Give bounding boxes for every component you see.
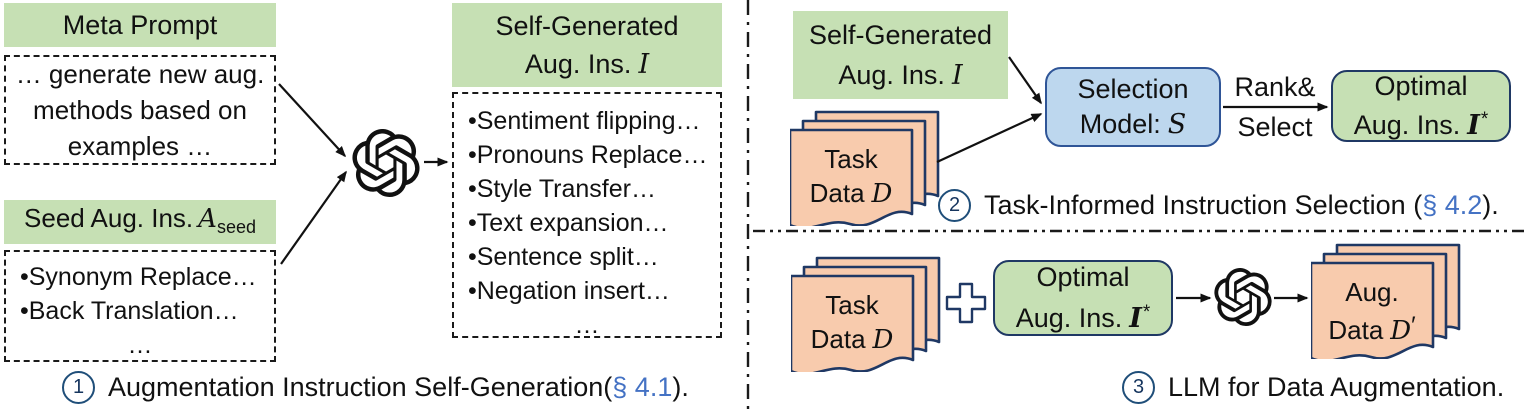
document-stack-icon: [791, 256, 941, 372]
list-item: •Synonym Replace…: [20, 263, 257, 291]
list-item: •Pronouns Replace…: [468, 141, 708, 169]
seed-subscript: seed: [216, 216, 256, 237]
list-item: •Sentence split…: [468, 243, 659, 271]
script-D-symbol: D: [872, 325, 894, 355]
list-item: •Sentiment flipping…: [468, 107, 701, 135]
prime-symbol: ′: [1411, 312, 1416, 339]
caption-number-badge: 1: [62, 371, 95, 404]
self-generated-line1: Self-Generated: [808, 19, 993, 50]
caption-number-badge: 3: [1122, 371, 1155, 404]
self-generated-header-right: Self-Generated Aug. Ins.I: [793, 11, 1008, 99]
seed-aug-ins-title: Seed Aug. Ins.Aseed: [24, 202, 256, 237]
script-D-symbol: D: [1390, 316, 1412, 346]
script-A-symbol: A: [198, 203, 217, 234]
section-ref-link: § 4.1: [612, 372, 673, 402]
arrow-taskdata-to-selection: [936, 113, 1043, 163]
script-I-symbol: I: [638, 48, 650, 80]
asterisk-superscript: *: [1480, 109, 1489, 130]
arrow-meta-to-llm: [278, 83, 347, 158]
selection-model-box: Selection Model:S: [1045, 67, 1221, 147]
caption-section2: 2 Task-Informed Instruction Selection (§…: [938, 189, 1499, 222]
caption-number-badge: 2: [938, 189, 971, 222]
italic-D-symbol: D: [871, 179, 893, 209]
caption-text: LLM for Data Augmentation.: [1168, 372, 1505, 402]
list-item: …: [574, 311, 600, 339]
list-item: …: [127, 331, 153, 359]
optimal-aug-ins-box-top: Optimal Aug. Ins.I*: [1331, 70, 1511, 142]
meta-prompt-header: Meta Prompt: [4, 3, 276, 47]
meta-prompt-line: methods based on: [33, 95, 247, 125]
meta-prompt-body-box: … generate new aug. methods based on exa…: [4, 55, 276, 165]
self-generated-line1: Self-Generated: [495, 10, 679, 41]
meta-prompt-line: … generate new aug.: [15, 59, 265, 89]
self-generated-header-left: Self-Generated Aug. Ins.I: [452, 3, 722, 87]
list-item: •Text expansion…: [468, 209, 669, 237]
generated-instructions-list-box: •Sentiment flipping… •Pronouns Replace… …: [452, 92, 722, 339]
seed-aug-ins-list-box: •Synonym Replace… •Back Translation… …: [4, 250, 276, 362]
bold-italic-I-symbol: I: [1467, 110, 1480, 141]
list-item: •Style Transfer…: [468, 175, 656, 203]
plus-icon: [944, 281, 988, 325]
script-I-symbol: I: [951, 59, 963, 91]
bold-italic-I-symbol: I: [1129, 303, 1142, 334]
openai-logo-icon: [352, 129, 420, 198]
italic-S-symbol: S: [1167, 109, 1187, 140]
document-stack-icon: [1311, 243, 1461, 359]
rank-select-label: Rank& Select: [1234, 72, 1316, 142]
section-ref-link: § 4.2: [1422, 190, 1483, 220]
arrow-seed-to-llm: [280, 170, 347, 265]
caption-text: Task-Informed Instruction Selection (§ 4…: [984, 190, 1499, 220]
arrow-generated-to-selection: [1008, 56, 1042, 105]
openai-logo-icon: [1214, 268, 1272, 327]
document-stack-icon: [790, 110, 940, 226]
caption-section3: 3 LLM for Data Augmentation.: [1122, 371, 1504, 404]
list-item: •Back Translation…: [20, 297, 239, 325]
caption-section1: 1 Augmentation Instruction Self-Generati…: [62, 371, 689, 404]
caption-text: Augmentation Instruction Self-Generation…: [108, 372, 689, 402]
meta-prompt-line: examples …: [67, 131, 213, 161]
self-generated-line2: Aug. Ins.I: [838, 59, 963, 91]
self-generated-line2: Aug. Ins.I: [524, 48, 650, 80]
meta-prompt-title: Meta Prompt: [62, 10, 218, 40]
seed-aug-ins-header: Seed Aug. Ins.Aseed: [4, 200, 276, 244]
optimal-aug-ins-box-bottom: Optimal Aug. Ins.I*: [993, 260, 1173, 336]
asterisk-superscript: *: [1142, 302, 1151, 323]
list-item: •Negation insert…: [468, 277, 670, 305]
